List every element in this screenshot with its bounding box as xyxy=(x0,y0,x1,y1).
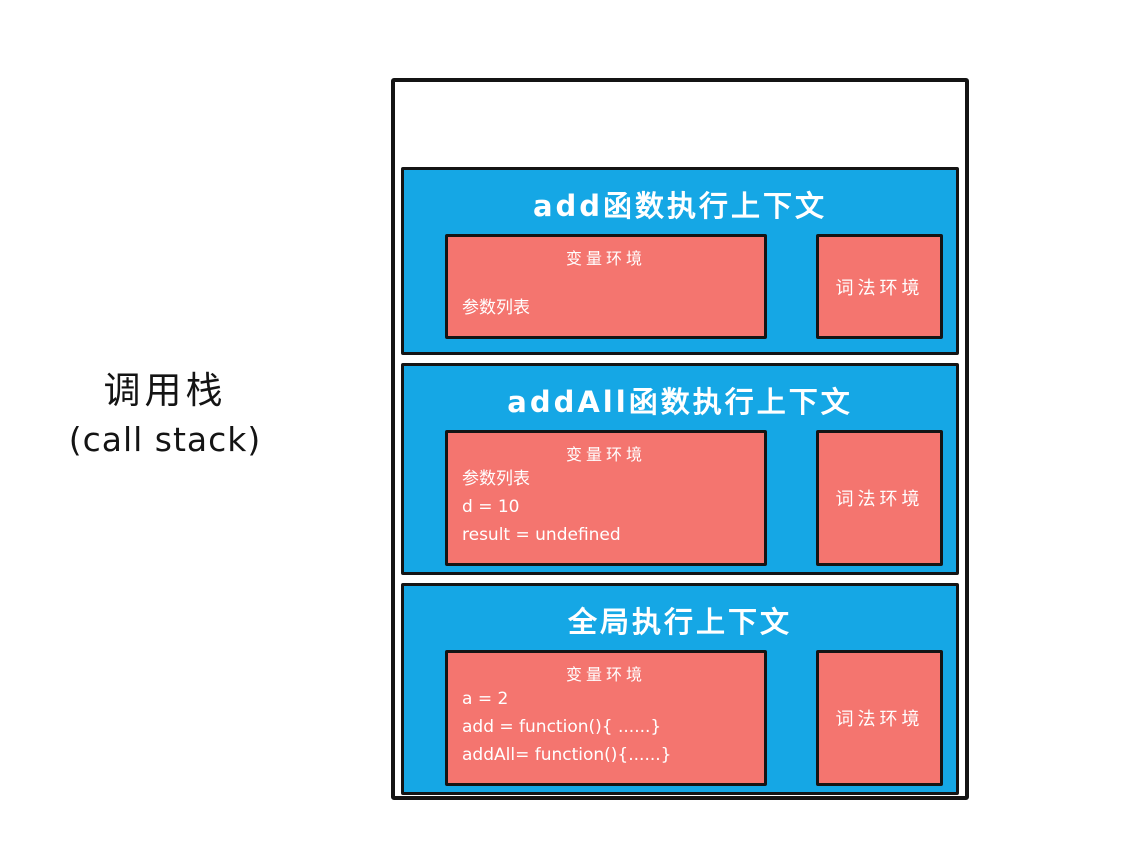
variable-line: 参数列表 xyxy=(462,298,530,318)
lexical-environment-box: 词法环境 xyxy=(816,430,943,566)
variable-line: add = function(){ ......} xyxy=(462,717,662,737)
lexical-environment-title: 词法环境 xyxy=(835,489,924,510)
variable-line: a = 2 xyxy=(462,689,509,709)
variable-environment-title: 变量环境 xyxy=(565,445,646,464)
frame-title: 全局执行上下文 xyxy=(567,605,792,639)
frame-title: add函数执行上下文 xyxy=(532,189,828,223)
variable-environment-box: 变量环境 参数列表 d = 10 result = undefined xyxy=(445,430,767,566)
variable-environment-lines: 参数列表 xyxy=(448,294,764,326)
frame-global-context: 全局执行上下文 变量环境 a = 2 add = function(){ ...… xyxy=(401,583,959,795)
variable-line: 参数列表 xyxy=(462,469,530,489)
variable-environment-lines: a = 2 add = function(){ ......} addAll= … xyxy=(448,685,764,773)
frame-add-context: add函数执行上下文 变量环境 参数列表 词法环境 xyxy=(401,167,959,355)
variable-environment-lines: 参数列表 d = 10 result = undefined xyxy=(448,465,764,553)
frame-body: 变量环境 参数列表 d = 10 result = undefined 词法环境 xyxy=(404,430,956,579)
variable-environment-title: 变量环境 xyxy=(565,665,646,684)
variable-line: result = undefined xyxy=(462,525,621,545)
lexical-environment-title: 词法环境 xyxy=(835,277,924,299)
lexical-environment-title: 词法环境 xyxy=(835,709,924,730)
call-stack-label-zh: 调用栈 xyxy=(103,369,227,412)
variable-environment-title: 变量环境 xyxy=(565,249,646,268)
lexical-environment-box: 词法环境 xyxy=(816,234,943,339)
call-stack-label: 调用栈 (call stack) xyxy=(40,366,290,464)
frame-body: 变量环境 a = 2 add = function(){ ......} add… xyxy=(404,650,956,799)
variable-line: d = 10 xyxy=(462,497,520,517)
call-stack-label-en: (call stack) xyxy=(68,419,262,459)
frame-addall-context: addAll函数执行上下文 变量环境 参数列表 d = 10 result = … xyxy=(401,363,959,575)
frame-body: 变量环境 参数列表 词法环境 xyxy=(404,234,956,352)
variable-environment-box: 变量环境 参数列表 xyxy=(445,234,767,339)
variable-line: addAll= function(){......} xyxy=(462,745,672,765)
call-stack-container: add函数执行上下文 变量环境 参数列表 词法环境 addAll函数执行上下文 … xyxy=(391,78,969,800)
frame-title: addAll函数执行上下文 xyxy=(507,385,853,419)
lexical-environment-box: 词法环境 xyxy=(816,650,943,786)
variable-environment-box: 变量环境 a = 2 add = function(){ ......} add… xyxy=(445,650,767,786)
